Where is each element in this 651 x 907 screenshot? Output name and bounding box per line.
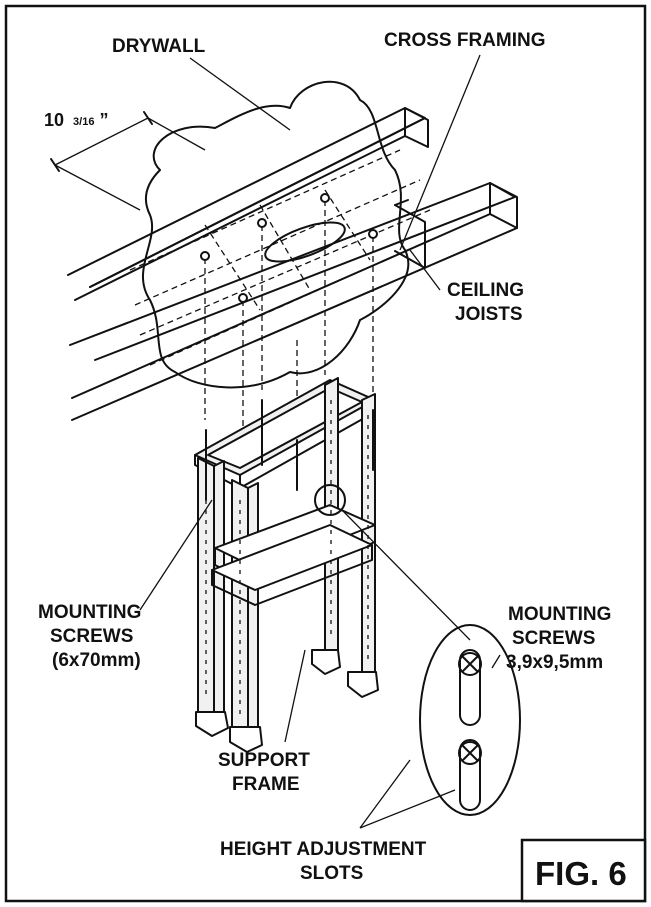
detail-oval xyxy=(419,624,521,816)
label-mounting-screws-left-3: (6x70mm) xyxy=(52,650,141,671)
label-joists: JOISTS xyxy=(455,304,523,325)
figure-number-box xyxy=(520,838,647,903)
dimension-line xyxy=(50,111,206,211)
drywall-opening xyxy=(264,221,346,263)
label-mounting-screws-left-2: SCREWS xyxy=(50,626,133,647)
label-height-adjustment-1: HEIGHT ADJUSTMENT xyxy=(220,839,427,860)
screw-points xyxy=(200,193,378,303)
leader-lines xyxy=(139,54,501,829)
label-mounting-screws-left-1: MOUNTING xyxy=(38,602,141,623)
label-drywall: DRYWALL xyxy=(112,36,206,57)
label-mounting-screws-right-2: SCREWS xyxy=(512,628,595,649)
detail-callout-circle xyxy=(314,484,346,516)
label-ceiling: CEILING xyxy=(447,280,524,301)
label-figure-number: FIG. 6 xyxy=(535,855,627,892)
drywall xyxy=(141,80,410,389)
ceiling-joists xyxy=(67,107,518,421)
figure-border xyxy=(4,4,647,903)
label-mounting-screws-right-1: MOUNTING xyxy=(508,604,611,625)
label-support-frame-2: FRAME xyxy=(232,774,300,795)
label-height-adjustment-2: SLOTS xyxy=(300,863,363,884)
detail-callout-line xyxy=(341,509,471,641)
label-mounting-screws-right-3: 3,9x9,5mm xyxy=(506,652,603,673)
label-support-frame-1: SUPPORT xyxy=(218,750,310,771)
support-frame xyxy=(194,377,379,753)
label-cross-framing: CROSS FRAMING xyxy=(384,30,546,51)
label-dimension: 10 3/16 ” xyxy=(44,109,108,130)
